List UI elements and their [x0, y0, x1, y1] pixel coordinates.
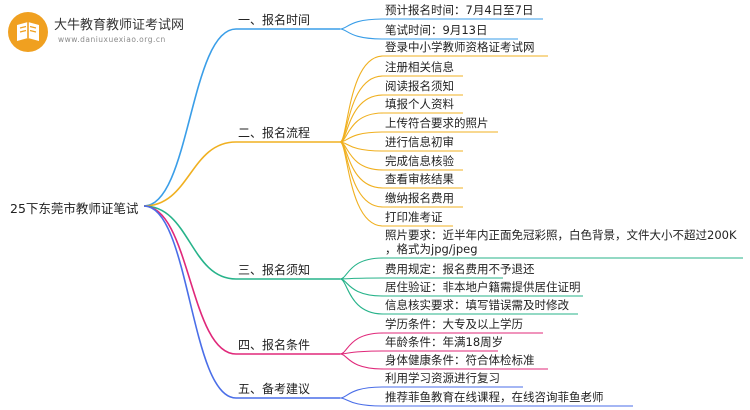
- twig-process-4: [339, 131, 384, 143]
- twig-time-0: [339, 18, 384, 30]
- leaf-process-5: 进行信息初审: [385, 135, 454, 149]
- branch-process: [143, 141, 237, 207]
- book-logo-icon: [8, 12, 48, 52]
- twig-conditions-2: [339, 353, 384, 370]
- branch-notice: [143, 205, 237, 280]
- branch-conditions: [143, 205, 237, 355]
- twig-process-9: [339, 141, 384, 227]
- root-topic: 25下东莞市教师证笔试: [10, 201, 139, 216]
- twig-process-0: [339, 55, 384, 143]
- section-advice: 五、备考建议: [238, 382, 311, 396]
- twig-notice-0: [339, 257, 384, 280]
- leaf-notice-0-line1: 照片要求：近半年内正面免冠彩照，白色背景，文件大小不超过200K: [385, 228, 737, 242]
- leaf-process-4: 上传符合要求的照片: [385, 116, 489, 130]
- section-time: 一、报名时间: [238, 13, 311, 27]
- leaf-advice-1: 推荐菲鱼教育在线课程，在线咨询菲鱼老师: [385, 390, 604, 404]
- brand-name: 大牛教育教师证考试网: [54, 18, 185, 33]
- twig-notice-3: [339, 278, 384, 315]
- brand-url: www.daniuxuexiao.org.cn: [58, 35, 166, 44]
- section-process: 二、报名流程: [238, 126, 311, 140]
- leaf-process-0: 登录中小学教师资格证考试网: [385, 40, 535, 54]
- twig-time-1: [339, 28, 384, 40]
- leaf-time-0: 预计报名时间：7月4日至7日: [385, 3, 534, 17]
- leaf-process-1: 注册相关信息: [385, 60, 454, 74]
- leaf-conditions-0: 学历条件：大专及以上学历: [385, 317, 523, 331]
- leaf-process-9: 打印准考证: [385, 210, 443, 224]
- branch-advice: [143, 205, 237, 399]
- leaf-time-1: 笔试时间：9月13日: [385, 23, 488, 37]
- leaf-notice-2: 居住验证：非本地户籍需提供居住证明: [385, 280, 581, 294]
- leaf-conditions-1: 年龄条件：年满18周岁: [385, 335, 504, 349]
- leaf-conditions-2: 身体健康条件：符合体检标准: [385, 353, 535, 367]
- brand-logo: [6, 10, 50, 54]
- twig-advice-1: [339, 397, 384, 407]
- leaf-process-6: 完成信息核验: [385, 154, 454, 168]
- leaf-notice-1: 费用规定：报名费用不予退还: [385, 262, 535, 276]
- section-notice: 三、报名须知: [238, 263, 311, 277]
- leaf-process-3: 填报个人资料: [385, 97, 454, 111]
- leaf-notice-0-line2: ，格式为jpg/jpeg: [385, 242, 478, 256]
- leaf-process-8: 缴纳报名费用: [385, 191, 454, 205]
- twig-process-5: [339, 141, 384, 152]
- branch-time: [143, 28, 237, 207]
- leaf-process-7: 查看审核结果: [385, 172, 454, 186]
- leaf-advice-0: 利用学习资源进行复习: [385, 371, 500, 385]
- leaf-process-2: 阅读报名须知: [385, 79, 454, 93]
- twig-conditions-1: [339, 350, 384, 355]
- leaf-notice-3: 信息核实要求：填写错误需及时修改: [385, 298, 569, 312]
- twig-notice-1: [339, 277, 384, 280]
- twig-advice-0: [339, 386, 384, 399]
- section-conditions: 四、报名条件: [238, 338, 311, 352]
